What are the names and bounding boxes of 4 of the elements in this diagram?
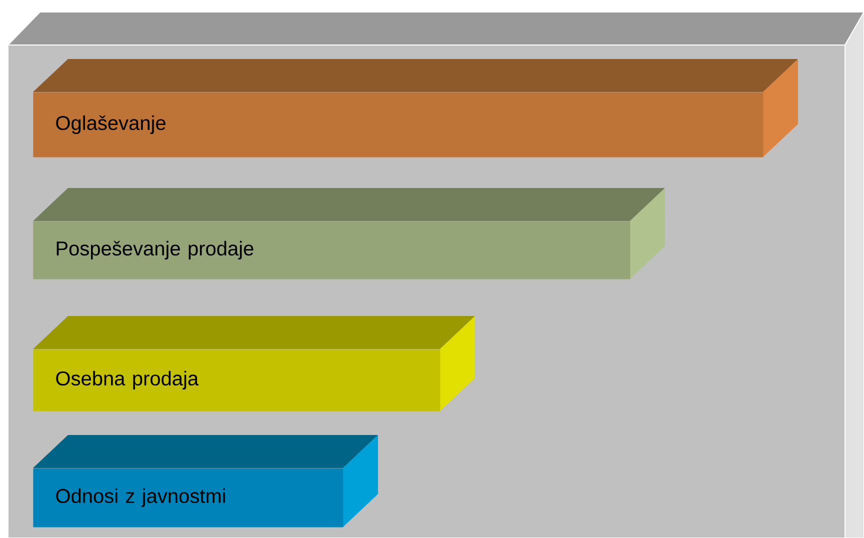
bar: Odnosi z javnostmi [33,435,378,528]
bar: Pospeševanje prodaje [33,188,665,280]
bar: Osebna prodaja [33,316,475,412]
bar: Oglaševanje [33,59,798,158]
